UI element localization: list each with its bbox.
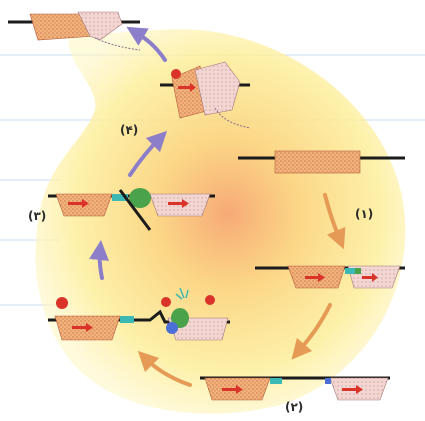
- blue-piece: [166, 322, 178, 334]
- red-protein: [161, 297, 171, 307]
- teal-piece: [345, 268, 355, 274]
- step-label-3: (۳): [28, 209, 46, 223]
- step-label-2: (۲): [285, 400, 303, 414]
- teal-piece: [120, 316, 134, 323]
- blue-piece: [325, 378, 331, 384]
- teal-piece: [270, 378, 282, 384]
- red-protein: [171, 69, 181, 79]
- red-protein: [205, 295, 215, 305]
- cycle-arrow-icon: [100, 250, 102, 278]
- stage-1-block: [275, 151, 360, 173]
- step-label-1: (۱): [355, 207, 373, 221]
- red-protein: [56, 297, 68, 309]
- step-label-4: (۴): [120, 123, 138, 137]
- green-piece: [355, 268, 361, 274]
